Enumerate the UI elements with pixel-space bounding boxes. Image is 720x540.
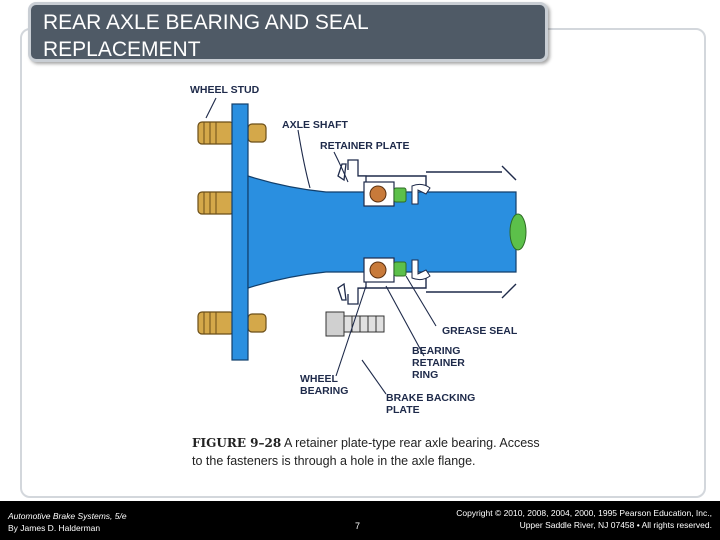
wheel-bearing-bottom (363, 257, 395, 283)
label-wheel-bearing-2: BEARING (300, 385, 348, 397)
label-wheel-bearing-1: WHEEL (300, 373, 339, 385)
wheel-bearing-top (363, 181, 395, 207)
wheel-stud-top (197, 121, 267, 145)
figure-number: FIGURE 9–28 (192, 436, 282, 450)
footer-book-title: Automotive Brake Systems, 5/e (8, 511, 127, 521)
label-retainer-plate: RETAINER PLATE (320, 140, 409, 152)
footer-copyright: Copyright © 2010, 2008, 2004, 2000, 1995… (456, 507, 712, 531)
label-grease-seal: GREASE SEAL (442, 325, 518, 337)
label-brake-backing-plate-2: PLATE (386, 404, 420, 416)
label-bearing-retainer-ring-2: RETAINER (412, 357, 465, 369)
page-number: 7 (355, 521, 361, 531)
slide-title-line-2: REPLACEMENT (43, 38, 201, 61)
figure-caption: FIGURE 9–28 A retainer plate-type rear a… (192, 434, 552, 470)
leader-lines (205, 97, 437, 395)
label-axle-shaft: AXLE SHAFT (282, 119, 349, 131)
grease-seal (393, 183, 431, 281)
footer-author: By James D. Halderman (8, 523, 101, 533)
slide-title: REAR AXLE BEARING AND SEAL REPLACEMENT (28, 2, 548, 62)
wheel-stud-bottom (197, 311, 267, 335)
retainer-bolt (325, 311, 385, 337)
label-wheel-stud: WHEEL STUD (190, 84, 260, 96)
footer-book-info: Automotive Brake Systems, 5/e By James D… (8, 510, 127, 534)
copyright-line-2: Upper Saddle River, NJ 07458 • All right… (519, 520, 712, 530)
label-bearing-retainer-ring-1: BEARING (412, 345, 460, 357)
slide-title-line-1: REAR AXLE BEARING AND SEAL (43, 11, 369, 34)
copyright-line-1: Copyright © 2010, 2008, 2004, 2000, 1995… (456, 508, 712, 518)
caption-text: A retainer plate-type rear axle bearing.… (192, 436, 540, 468)
axle-shaft (231, 103, 527, 361)
label-bearing-retainer-ring-3: RING (412, 369, 438, 381)
label-brake-backing-plate-1: BRAKE BACKING (386, 392, 475, 404)
retainer-plate (337, 159, 367, 305)
axle-bearing-diagram: WHEEL STUD AXLE SHAFT RETAINER PLATE GRE… (186, 76, 530, 418)
slide-footer: Automotive Brake Systems, 5/e By James D… (0, 501, 720, 540)
